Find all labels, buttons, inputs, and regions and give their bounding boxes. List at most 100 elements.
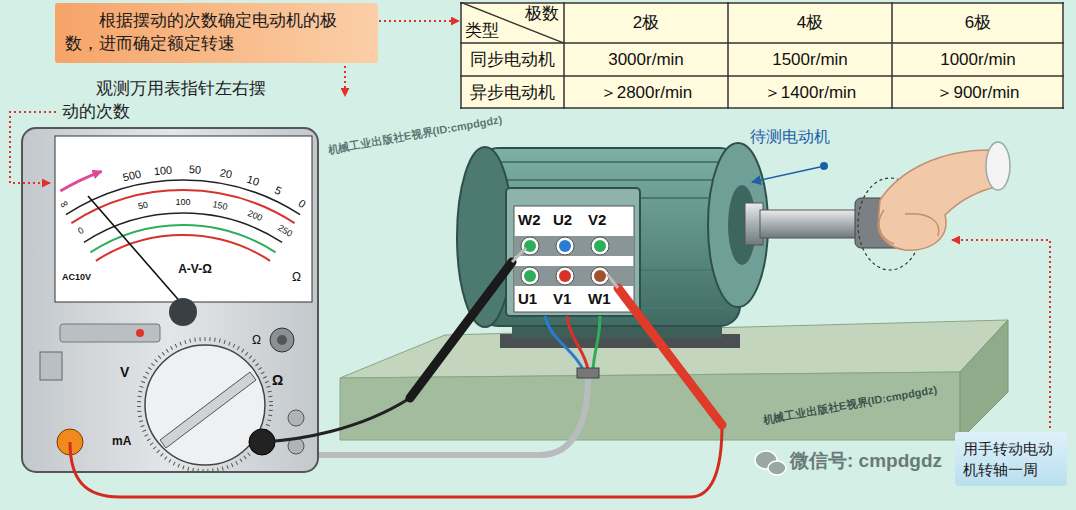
hand (986, 142, 1010, 190)
multimeter (22, 128, 318, 472)
multimeter (60, 324, 160, 342)
table-rule (460, 2, 462, 109)
terminal-post (559, 270, 571, 282)
lead-wire (545, 316, 600, 378)
leader-line (10, 66, 1050, 428)
node-text: 3000r/min (608, 50, 684, 70)
scale-number: 5 (273, 184, 284, 199)
table-rule (460, 2, 1064, 4)
terminal-post (524, 270, 536, 282)
terminal-post (591, 267, 609, 285)
note-box: 用手转动电动机转轴一周 (955, 432, 1067, 486)
motor-shaft (760, 210, 870, 238)
scale-number: 100 (175, 197, 190, 208)
range-label: mA (112, 434, 131, 448)
leader-line (344, 66, 346, 96)
hand (905, 214, 939, 236)
leader-line (752, 167, 820, 182)
node-text: 1500r/min (772, 50, 848, 70)
wechat-icon (755, 451, 786, 475)
lead-wire (577, 368, 599, 378)
node-text: ＞900r/min (936, 83, 1019, 103)
multimeter (145, 345, 265, 465)
terminal-box-housing (514, 266, 634, 286)
node-text: ＞2800r/min (600, 83, 693, 103)
table-rule (1062, 2, 1064, 109)
table-rule (460, 75, 1064, 77)
watermark: 微信号: cmpdgdz (790, 450, 942, 473)
motor (500, 161, 725, 163)
scale-number: ∞ (57, 197, 71, 212)
scale-number: 250 (276, 223, 294, 240)
scale-number: 100 (154, 163, 173, 178)
test-lead-black (512, 248, 526, 262)
multimeter (71, 190, 294, 223)
dotted-arrow (379, 20, 459, 22)
table-rule (563, 2, 565, 109)
node-text: ＞1400r/min (764, 83, 857, 103)
node-text: V2 (588, 211, 606, 229)
node-text: 类型 (465, 21, 499, 41)
multimeter (66, 180, 300, 215)
meter-label: A-V-Ω (178, 262, 212, 276)
hand (878, 142, 1010, 250)
node-text: U2 (553, 211, 572, 229)
hand (879, 210, 894, 244)
motor (708, 143, 768, 307)
work-platform (340, 372, 960, 440)
multimeter (288, 410, 304, 426)
lead-wire (593, 316, 600, 370)
power-cable (318, 378, 588, 455)
node-text: W1 (588, 290, 611, 308)
scale-number: 200 (246, 208, 264, 224)
multimeter (55, 136, 312, 302)
terminal-post (591, 237, 609, 255)
test-lead-black (262, 248, 526, 442)
node-text: 6极 (965, 13, 991, 33)
table-rule (460, 107, 1064, 109)
scale-unit: Ω (292, 270, 301, 284)
power-cable (318, 378, 588, 455)
terminal-post (594, 240, 606, 252)
multimeter (139, 339, 271, 471)
test-lead-black (410, 262, 512, 398)
node-text: V1 (553, 290, 571, 308)
leader-line (952, 240, 1050, 428)
wechat-icon (768, 461, 786, 475)
terminal-post (556, 237, 574, 255)
lead-wire (567, 316, 588, 370)
table-rule (460, 42, 1064, 44)
test-lead-black (262, 398, 410, 442)
node-text: 1000r/min (940, 50, 1016, 70)
scale-number: 500 (122, 167, 143, 184)
leader-line (820, 162, 828, 170)
scale-label: AC10V (62, 272, 91, 283)
node-text: 同步电动机 (470, 50, 555, 70)
leader-line (10, 112, 56, 183)
table-rule (727, 2, 729, 109)
motor-label: 待测电动机 (750, 127, 830, 146)
terminal-box-housing (514, 206, 634, 312)
terminal-post (521, 267, 539, 285)
watermark: 机械工业出版社E视界(ID:cmpdgdz) (327, 113, 503, 157)
work-platform (960, 320, 1008, 440)
callout-box: 根据摆动的次数确定电动机的极数，进而确定额定转速 (55, 3, 378, 63)
multimeter (22, 128, 318, 472)
test-lead-red (70, 274, 722, 497)
motor (478, 148, 740, 326)
test-lead-red (70, 425, 722, 497)
motor (500, 179, 725, 181)
table-rule (891, 2, 893, 109)
scale-number: 150 (211, 199, 228, 212)
callout-text: 观测万用表指针左右摆动的次数 (62, 78, 277, 124)
multimeter (270, 328, 294, 352)
range-label: V (120, 364, 129, 381)
node-text: 用手转动电动机转轴一周 (963, 438, 1059, 480)
watermark: 机械工业出版社E视界(ID:cmpdgdz) (762, 383, 938, 427)
multimeter (40, 352, 62, 380)
scale-number: 20 (219, 166, 234, 181)
scale-number: 10 (245, 173, 261, 189)
terminal-post (521, 237, 609, 285)
